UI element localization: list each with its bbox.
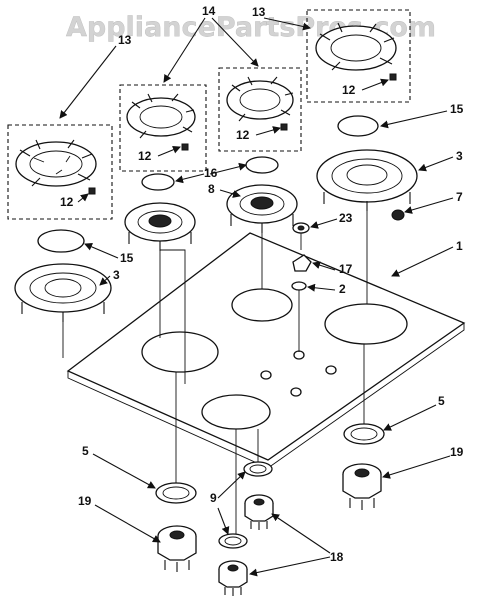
grate-box-right xyxy=(306,9,411,103)
label-12-right: 12 xyxy=(342,83,356,97)
part-5-gasket-right xyxy=(343,423,385,445)
burner-cap-center-right-16 xyxy=(245,156,279,174)
part-2-bezel xyxy=(291,281,307,291)
burner-cap-left-15 xyxy=(37,229,85,253)
label-12-center-right: 12 xyxy=(236,128,250,142)
label-7: 7 xyxy=(456,190,463,204)
label-13-left: 13 xyxy=(118,33,132,47)
burner-cap-center-left-16 xyxy=(141,173,175,191)
label-1: 1 xyxy=(456,239,463,253)
label-12-left: 12 xyxy=(60,195,74,209)
grate-center-left xyxy=(126,93,196,151)
label-19-left: 19 xyxy=(78,494,92,508)
label-14: 14 xyxy=(202,4,216,18)
label-23: 23 xyxy=(339,211,353,225)
label-15-right: 15 xyxy=(450,102,464,116)
burner-cap-right-15 xyxy=(337,115,379,137)
part-17-knob xyxy=(292,254,312,272)
part-18-orifice-upper xyxy=(244,494,274,530)
grate-box-center-left xyxy=(119,84,207,172)
burner-hole-rear-center xyxy=(231,288,293,322)
label-3-right: 3 xyxy=(456,149,463,163)
cooktop-plate xyxy=(66,232,466,461)
grate-right xyxy=(315,22,397,81)
alignment-lines xyxy=(62,211,368,536)
burner-base-center-left-8 xyxy=(124,202,196,251)
label-9: 9 xyxy=(210,491,217,505)
burner-hole-front-center xyxy=(201,394,271,430)
label-8: 8 xyxy=(208,182,215,196)
label-5-left: 5 xyxy=(82,444,89,458)
burner-hole-rear-right xyxy=(324,303,408,345)
label-18: 18 xyxy=(330,550,344,564)
part-9-gasket-upper xyxy=(243,461,273,477)
label-2: 2 xyxy=(339,282,346,296)
grate-box-center-right xyxy=(218,67,302,152)
label-15-left: 15 xyxy=(120,251,134,265)
part-18-orifice-lower xyxy=(218,560,248,596)
burner-base-left-3 xyxy=(14,263,112,322)
part-19-orifice-right xyxy=(342,463,382,510)
control-holes xyxy=(260,350,337,397)
part-5-gasket-left xyxy=(155,482,197,504)
burner-hole-front-left xyxy=(141,331,219,373)
label-13: 13 xyxy=(252,5,266,19)
grate-center-right xyxy=(226,76,294,131)
grate-box-left xyxy=(7,124,113,220)
label-16: 16 xyxy=(204,166,218,180)
watermark-text: AppliancePartsPros.com xyxy=(66,12,436,43)
label-3-left: 3 xyxy=(113,268,120,282)
part-7-nut xyxy=(391,209,405,221)
grate-left xyxy=(15,139,97,195)
burner-base-right-3 xyxy=(316,149,418,211)
label-19-right: 19 xyxy=(450,445,464,459)
leader-lines xyxy=(59,17,454,577)
label-12-center-left: 12 xyxy=(138,149,152,163)
callout-labels: 13 14 13 12 12 12 12 15 3 7 16 8 23 1 17… xyxy=(60,4,464,564)
label-5-right: 5 xyxy=(438,394,445,408)
part-19-orifice-left xyxy=(157,525,197,572)
part-9-gasket-lower xyxy=(218,533,248,549)
burner-base-center-right-8 xyxy=(226,184,298,233)
label-17: 17 xyxy=(339,262,353,276)
